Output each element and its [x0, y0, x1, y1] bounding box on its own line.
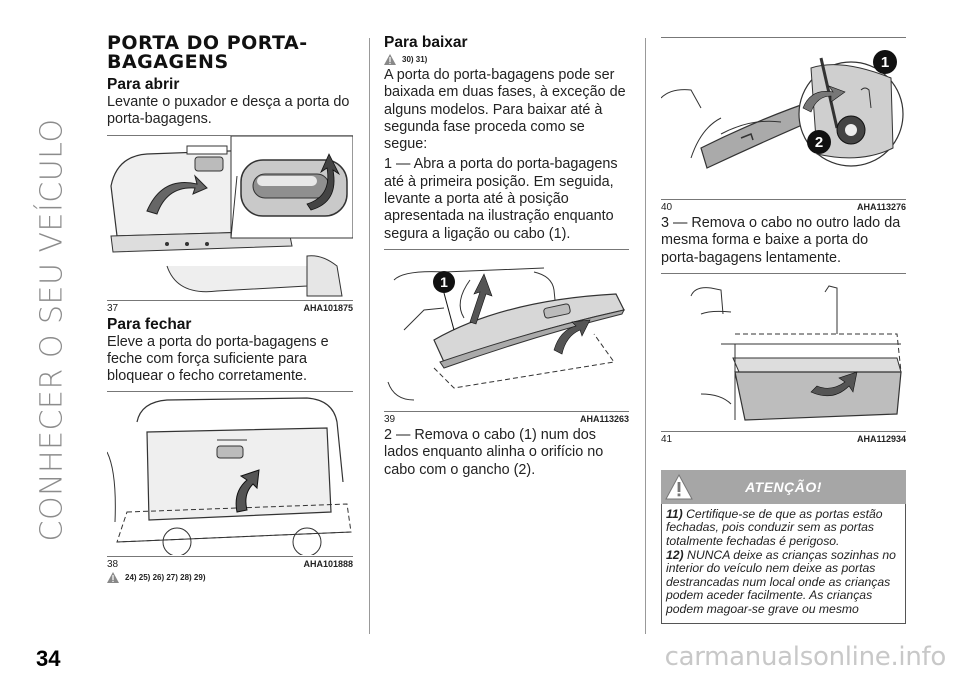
callout-2: 2	[815, 134, 823, 151]
figure-39-number: 39	[384, 413, 396, 425]
column-divider	[369, 38, 370, 634]
column-1: PORTA DO PORTA- BAGAGENS Para abrir Leva…	[107, 32, 353, 584]
figure-37-caption: 37 AHA101875	[107, 299, 353, 314]
note-12: 12) NUNCA deixe as crianças sozinhas no …	[666, 547, 899, 617]
tailgate-cable-illustration: 1	[387, 267, 625, 401]
figure-41-code: AHA112934	[856, 433, 906, 444]
lower-references: 30) 31)	[384, 54, 629, 65]
warning-icon	[107, 572, 119, 584]
step-3: 3 — Remova o cabo no outro lado da mesma…	[661, 215, 901, 266]
section-heading-line-2: BAGAGENS	[107, 51, 229, 73]
attention-title: ATENÇÃO!	[745, 478, 822, 495]
tailgate-lowered-illustration	[690, 285, 902, 421]
figure-38: 38 AHA101888 24) 25) 26) 27) 28) 29)	[107, 391, 353, 584]
section-heading-line-1: PORTA DO PORTA-	[107, 32, 308, 54]
close-subheading: Para fechar	[107, 315, 192, 333]
open-subheading: Para abrir	[107, 76, 180, 93]
cable-hook-illustration: 1 2	[661, 50, 904, 169]
figure-41-caption: 41 AHA112934	[661, 430, 906, 445]
note-12-text: NUNCA deixe as crianças sozinhas no inte…	[666, 547, 896, 617]
close-instructions: Eleve a porta do porta-bagagens e feche …	[107, 333, 329, 385]
figure-39: 1 39 AHA113263	[384, 248, 629, 425]
step-1: 1 — Abra a porta do porta-bagagens até à…	[384, 156, 618, 242]
lower-subheading: Para baixar	[384, 34, 468, 51]
note-11-text: Certifique-se de que as portas estão fec…	[666, 506, 883, 549]
figure-38-caption: 38 AHA101888	[107, 556, 353, 570]
column-2: Para baixar 30) 31) A porta do porta-bag…	[384, 34, 629, 479]
reference-list: 24) 25) 26) 27) 28) 29)	[125, 573, 206, 583]
step-2: 2 — Remova o cabo (1) num dos lados enqu…	[384, 426, 604, 478]
callout-1: 1	[440, 274, 448, 290]
note-12-number: 12)	[666, 547, 684, 562]
figure-37-code: AHA101875	[303, 302, 353, 313]
figure-38-code: AHA101888	[303, 559, 353, 570]
figure-40-number: 40	[661, 202, 673, 213]
warning-icon	[665, 473, 693, 500]
column-3: 1 2 40 AHA113276 3 — Remova o cabo no ou…	[661, 34, 906, 624]
figure-38-number: 38	[107, 559, 119, 571]
figure-39-code: AHA113263	[579, 413, 629, 424]
figure-39-caption: 39 AHA113263	[384, 410, 629, 425]
note-11-number: 11)	[666, 506, 683, 521]
figure-37: 37 AHA101875	[107, 134, 353, 314]
section-side-title: CONHECER O SEU VEÍCULO	[34, 118, 70, 542]
figure-38-references: 24) 25) 26) 27) 28) 29)	[107, 572, 353, 584]
tailgate-closing-illustration	[107, 397, 352, 556]
figure-41-number: 41	[661, 433, 673, 445]
figure-41: 41 AHA112934	[661, 272, 906, 445]
note-11: 11) Certifique-se de que as portas estão…	[666, 506, 899, 549]
figure-40: 1 2 40 AHA113276	[661, 37, 906, 213]
lower-instructions: A porta do porta-bagagens pode ser baixa…	[384, 67, 626, 153]
watermark: carmanualsonline.info	[664, 642, 947, 672]
reference-list: 30) 31)	[402, 55, 428, 64]
callout-1: 1	[881, 54, 889, 71]
column-divider	[645, 38, 646, 634]
figure-37-number: 37	[107, 302, 119, 314]
tailgate-handle-illustration	[110, 135, 353, 297]
warning-icon	[384, 54, 396, 65]
figure-40-caption: 40 AHA113276	[661, 199, 906, 213]
attention-body: 11) Certifique-se de que as portas estão…	[661, 503, 906, 624]
page-number: 34	[36, 646, 61, 671]
attention-header: ATENÇÃO!	[661, 469, 906, 504]
attention-box: ATENÇÃO! 11) Certifique-se de que as por…	[661, 469, 906, 624]
figure-40-code: AHA113276	[856, 202, 906, 212]
open-instructions: Levante o puxador e desça a porta do por…	[107, 94, 350, 128]
